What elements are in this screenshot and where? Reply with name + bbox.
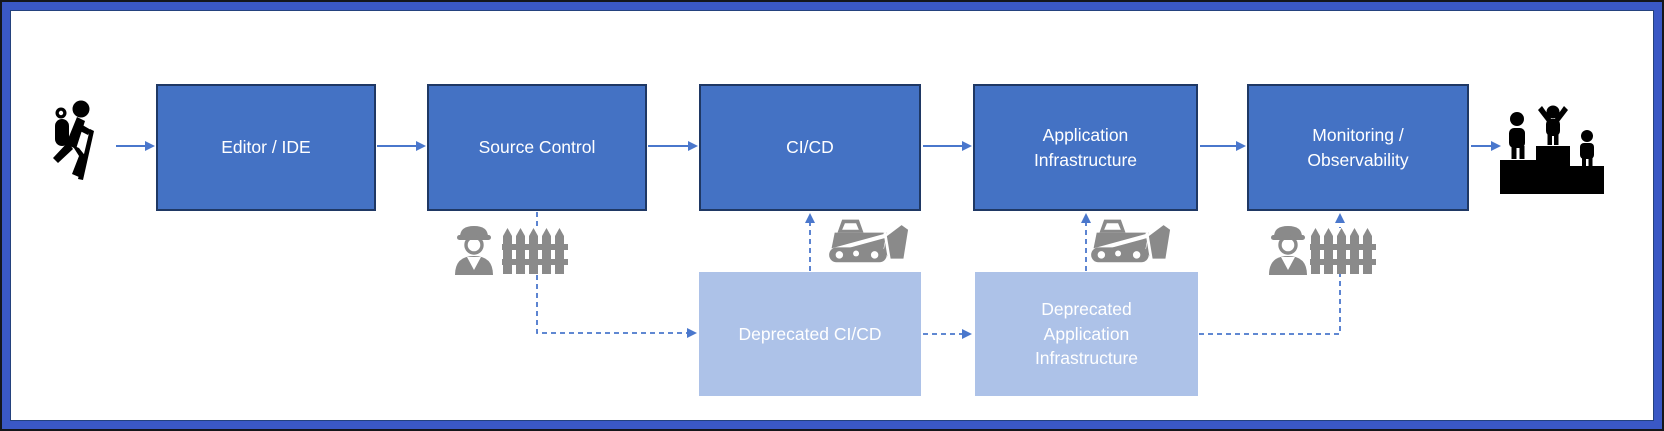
box-deprecated-cicd: Deprecated CI/CD <box>699 272 921 396</box>
hiker-icon <box>53 100 94 180</box>
construction-worker-icon <box>455 226 493 275</box>
box-cicd-label: CI/CD <box>786 137 834 158</box>
box-editor-ide-label: Editor / IDE <box>221 137 311 158</box>
winners-podium-icon <box>1500 105 1604 194</box>
box-monitoring-observability: Monitoring / Observability <box>1247 84 1469 211</box>
picket-fence-icon <box>1310 228 1376 274</box>
bulldozer-icon <box>828 219 909 263</box>
box-deprecated-application-infrastructure-label: Deprecated Application Infrastructure <box>1034 298 1139 369</box>
box-deprecated-application-infrastructure: Deprecated Application Infrastructure <box>975 272 1198 396</box>
box-source-control: Source Control <box>427 84 647 211</box>
box-source-control-label: Source Control <box>478 137 596 158</box>
box-cicd: CI/CD <box>699 84 921 211</box>
bulldozer-icon <box>1090 219 1171 263</box>
box-editor-ide: Editor / IDE <box>156 84 376 211</box>
box-application-infrastructure-label: Application Infrastructure <box>1033 124 1138 170</box>
picket-fence-icon <box>502 228 568 274</box>
box-monitoring-observability-label: Monitoring / Observability <box>1307 124 1409 170</box>
construction-worker-icon <box>1269 226 1307 275</box>
box-application-infrastructure: Application Infrastructure <box>973 84 1198 211</box>
box-deprecated-cicd-label: Deprecated CI/CD <box>738 323 882 344</box>
